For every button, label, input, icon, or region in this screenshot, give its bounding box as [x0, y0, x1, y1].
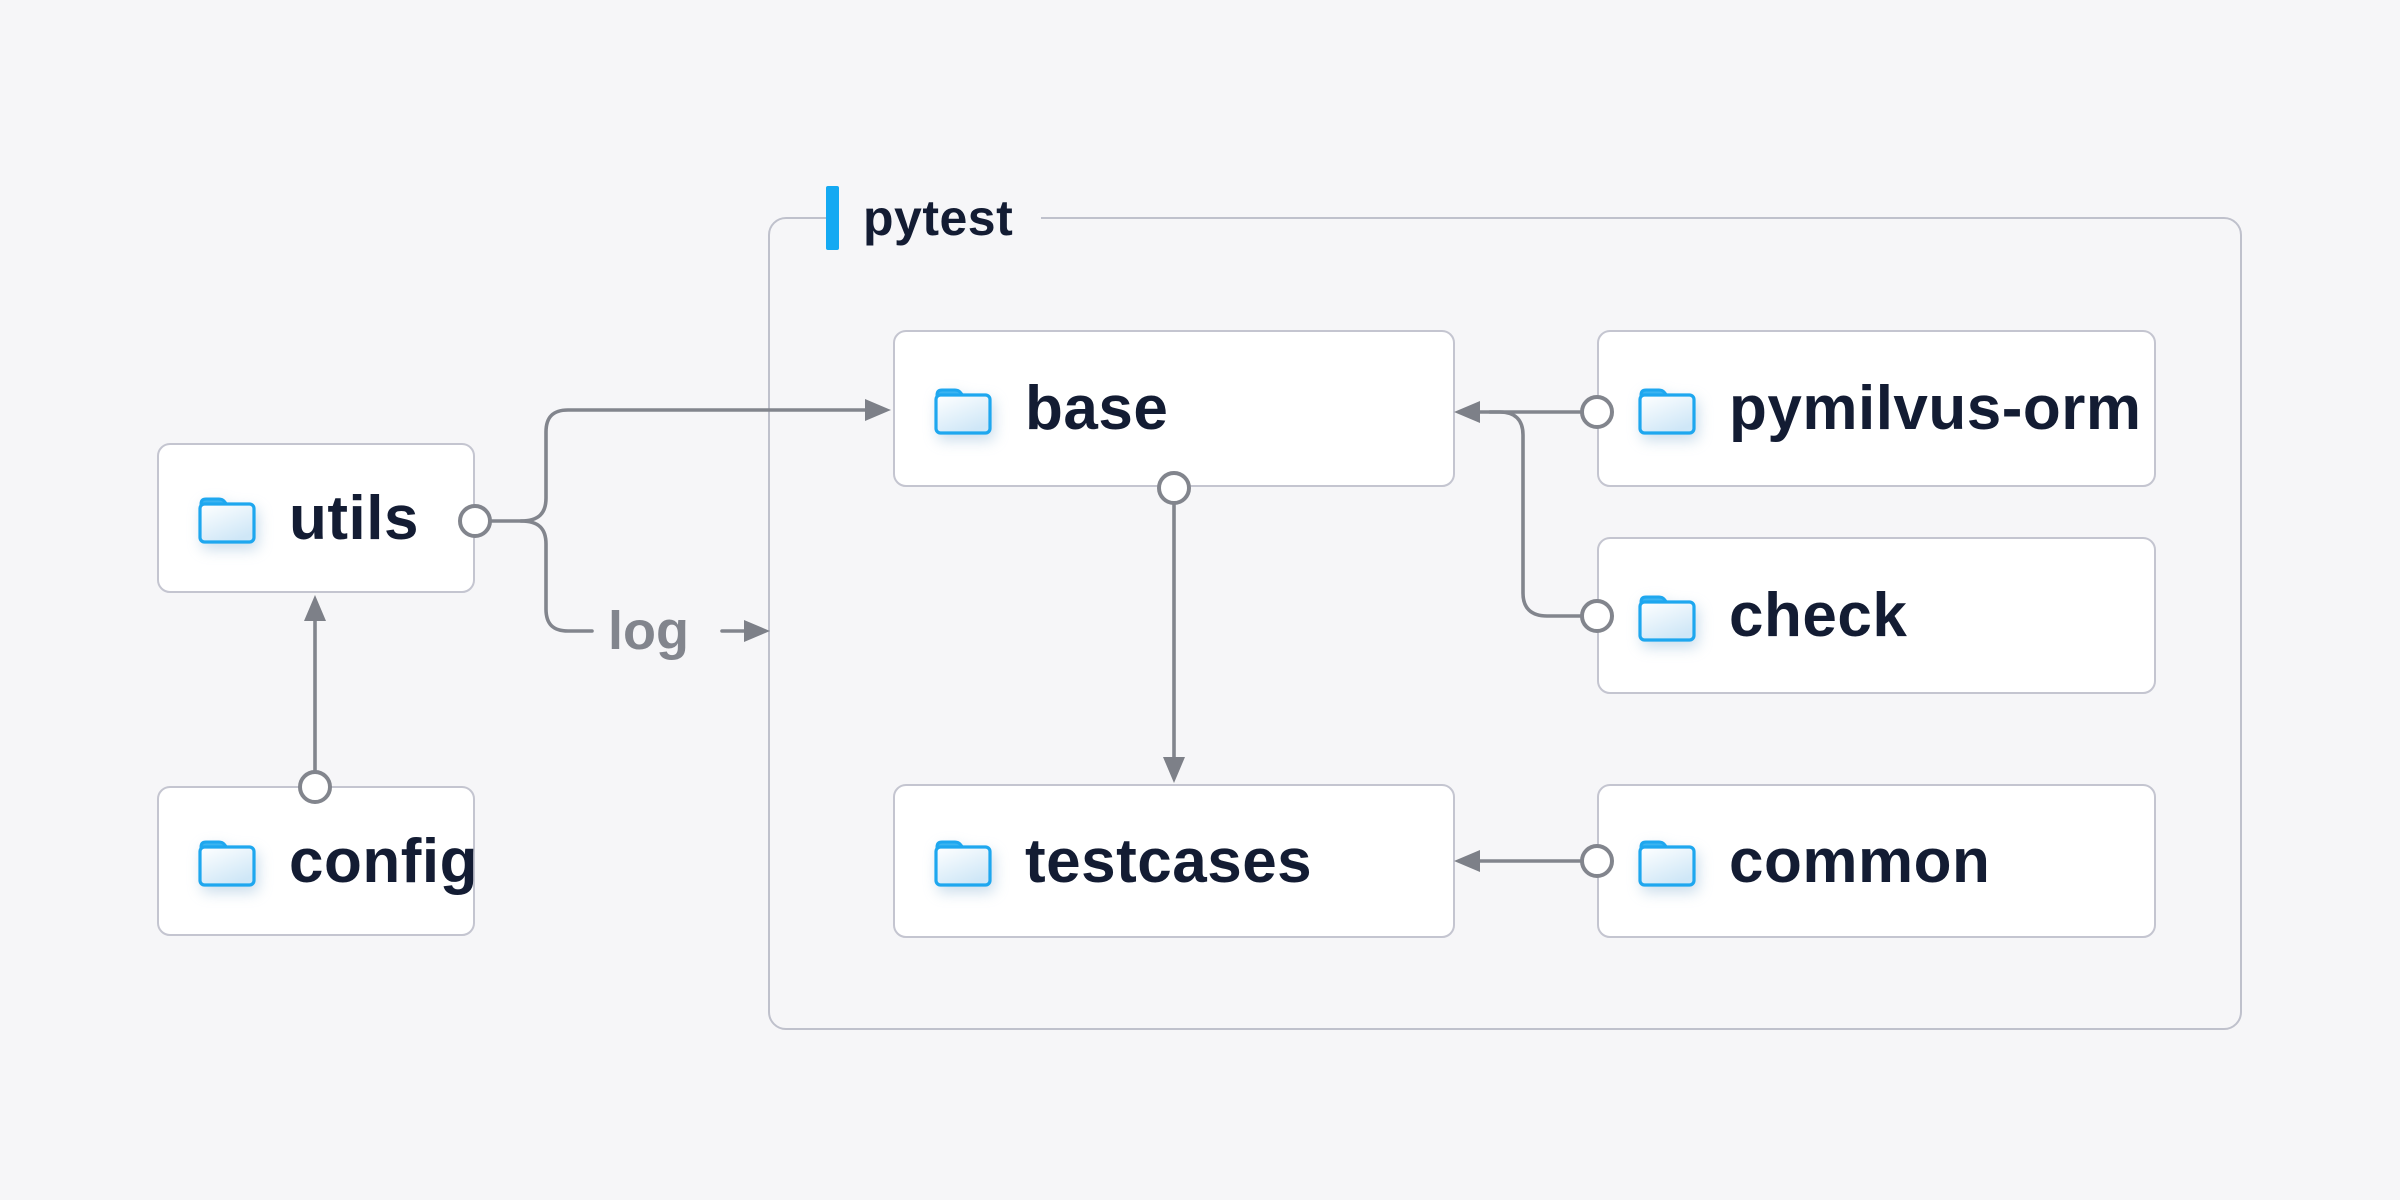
- node-utils: utils: [157, 443, 475, 593]
- node-common: common: [1597, 784, 2156, 938]
- node-label: testcases: [1025, 826, 1313, 896]
- folder-icon: [934, 388, 992, 435]
- folder-icon: [1638, 388, 1696, 435]
- node-label: pymilvus-orm: [1729, 374, 2142, 443]
- folder-icon: [198, 497, 256, 544]
- folder-icon: [1638, 595, 1696, 642]
- pytest-group-label: pytest: [826, 186, 1042, 250]
- node-pymilvus-orm: pymilvus-orm: [1597, 330, 2156, 487]
- folder-icon: [934, 840, 992, 887]
- node-label: check: [1729, 581, 1908, 650]
- folder-icon: [1638, 840, 1696, 887]
- node-base: base: [893, 330, 1455, 487]
- blue-accent-bar: [826, 186, 839, 250]
- node-label: base: [1025, 374, 1169, 443]
- node-testcases: testcases: [893, 784, 1455, 938]
- edge-config-utils: [304, 595, 326, 773]
- node-label: utils: [289, 483, 419, 553]
- node-label: common: [1729, 826, 1991, 896]
- node-check: check: [1597, 537, 2156, 694]
- node-config: config: [157, 786, 478, 936]
- node-label: config: [289, 826, 478, 896]
- group-title: pytest: [863, 190, 1014, 246]
- folder-icon: [198, 840, 256, 887]
- edge-label-log: log: [608, 601, 689, 661]
